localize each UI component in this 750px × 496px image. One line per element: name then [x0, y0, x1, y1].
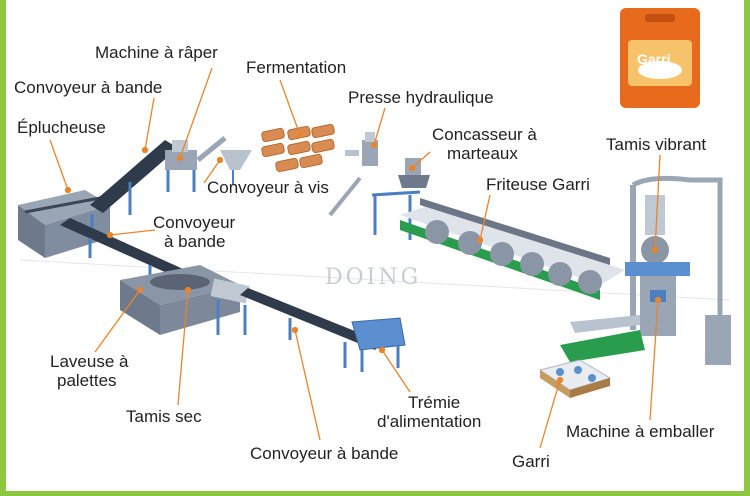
garri-fryer — [400, 198, 625, 300]
frame-bottom — [0, 491, 750, 496]
label-eplucheuse: Éplucheuse — [17, 118, 106, 137]
label-fermentation: Fermentation — [246, 58, 347, 77]
label-tremie-1: Trémie — [408, 393, 461, 412]
garri-bag-product-image — [620, 8, 700, 108]
label-tremie-2: d'alimentation — [377, 412, 482, 431]
frame-right — [744, 0, 750, 496]
fermentation-bags — [261, 123, 335, 173]
frame-left — [0, 0, 6, 496]
label-convoyeur-a-vis: Convoyeur à vis — [207, 178, 329, 197]
label-laveuse-a-palettes-2: palettes — [57, 371, 117, 390]
label-laveuse-a-palettes-1: Laveuse à — [50, 352, 129, 371]
packing-machine — [560, 262, 690, 362]
paddle-washer — [120, 265, 240, 335]
label-convoyeur-a-bande-top: Convoyeur à bande — [14, 78, 163, 97]
feed-hopper — [351, 317, 406, 372]
leader-lines — [49, 67, 662, 449]
label-concasseur-a-marteaux-2: marteaux — [447, 144, 518, 163]
hydraulic-press — [345, 132, 378, 166]
label-convoyeur-a-bande-mid-1: Convoyeur — [153, 213, 236, 232]
belt-conveyor-lower — [240, 288, 382, 368]
label-concasseur-a-marteaux: Concasseur à — [432, 125, 537, 144]
garri-pallet — [538, 359, 612, 398]
label-tamis-sec: Tamis sec — [126, 407, 202, 426]
label-machine-a-emballer: Machine à emballer — [566, 422, 715, 441]
label-convoyeur-a-bande-bottom: Convoyeur à bande — [250, 444, 399, 463]
label-tamis-vibrant: Tamis vibrant — [606, 135, 707, 154]
dry-sieve — [210, 278, 250, 335]
label-machine-a-raper: Machine à râper — [95, 43, 218, 62]
hammer-crusher — [328, 158, 430, 217]
label-garri: Garri — [512, 452, 550, 471]
label-friteuse-garri: Friteuse Garri — [486, 175, 590, 194]
bag-brand-text: Garri — [637, 51, 671, 67]
screw-conveyor — [196, 136, 252, 185]
doing-watermark: DOING — [325, 265, 422, 290]
label-presse-hydraulique: Presse hydraulique — [348, 88, 494, 107]
label-convoyeur-a-bande-mid-2: à bande — [164, 232, 226, 251]
